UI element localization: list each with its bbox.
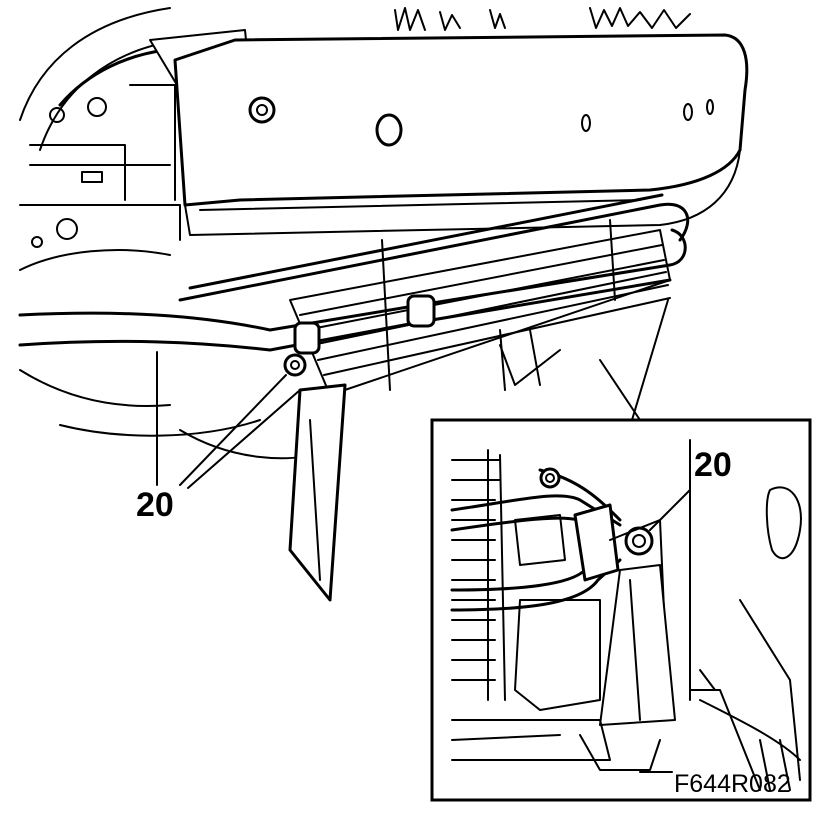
inset-leader-line [649, 489, 691, 531]
inset-bracket [573, 503, 676, 726]
figure-code: F644R082 [674, 770, 791, 798]
lower-bracket [288, 344, 641, 602]
inset-right-parts [689, 439, 802, 781]
inset-pipes [450, 467, 622, 612]
leader-line-3 [187, 389, 301, 489]
inset-radiator-fins [451, 449, 506, 701]
callout-label-inset: 20 [694, 446, 732, 484]
oil-cooler [289, 219, 671, 396]
cooler-pipes [18, 193, 690, 377]
inset-lower-parts [451, 514, 801, 791]
leader-line-2 [179, 374, 287, 486]
callout-label-main: 20 [136, 486, 174, 524]
bumper-beam [173, 33, 749, 236]
detail-inset: 20 F644R082 [430, 418, 812, 802]
radiator-top [394, 7, 691, 31]
main-view: 20 [18, 7, 749, 602]
inset-connector-line [631, 299, 669, 421]
